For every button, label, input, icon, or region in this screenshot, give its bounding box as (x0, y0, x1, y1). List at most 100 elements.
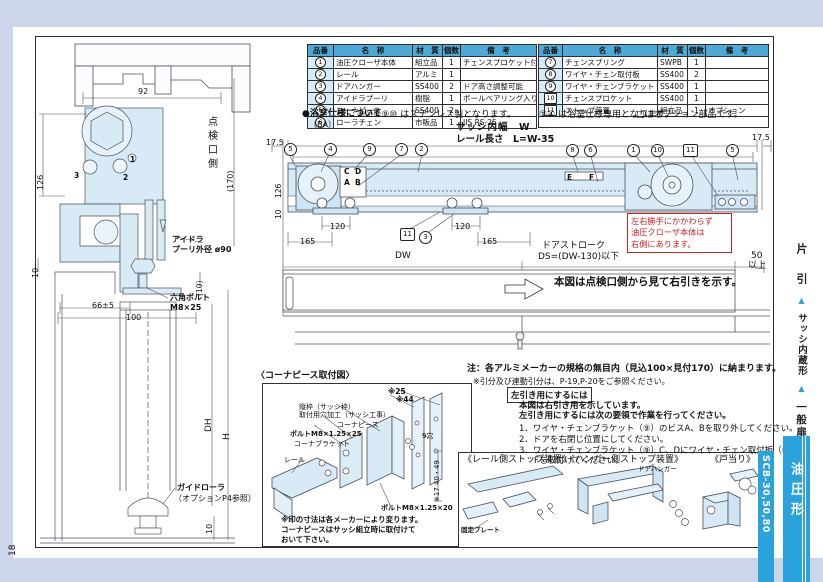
corner-note-1: ※印の寸法は各メーカーにより変ります。 (281, 515, 423, 524)
door-stroke-formula: DS=(DW-130)以下 (538, 252, 620, 262)
model-tab-label: SCB-30,50,80 (760, 455, 771, 533)
corner-rail-label: レール (284, 456, 305, 464)
sidebar-item-general-door: 一般扉 (795, 401, 807, 439)
table-cell: チェンスプロケット (562, 92, 658, 105)
dim-120-left: 120 (330, 222, 346, 231)
model-tab-scb: SCB-30,50,80 (758, 451, 774, 582)
assembly-drawing (271, 140, 772, 350)
dim-126-assembly: 126 (274, 183, 283, 198)
table-cell: SS400 (657, 80, 688, 93)
rail-length-label: レール長さ L=W-35 (456, 134, 555, 145)
balloon-9: 9 (363, 143, 376, 156)
part-number-badge: 2 (315, 69, 326, 80)
dim-165-left: 165 (300, 237, 316, 246)
table-cell: チェンスプリング (562, 56, 658, 69)
dim-170: (170) (226, 170, 235, 192)
idler-label-2: プーリ外径 ø90 (172, 245, 232, 254)
table-cell (705, 68, 769, 81)
handing-note-line1: 左右勝手にかかわらず (631, 216, 713, 226)
door-hanger-label: ドアハンガー (638, 465, 677, 473)
table-cell: 油圧クローザ本体 (333, 56, 413, 69)
part-number-badge: 5 (315, 105, 326, 116)
table-cell (705, 92, 769, 105)
note-ref: ※引分及び連動引分は、P-19,P-20をご参照ください。 (473, 377, 670, 386)
letter-c: C (344, 167, 350, 176)
dim-120-right: 120 (455, 222, 471, 231)
table-cell: SS400 (412, 80, 443, 93)
table-cell (705, 80, 769, 93)
column-header: 材 質 (412, 44, 443, 57)
balloon-11-lower: 11 (400, 228, 415, 241)
triangle-icon: ▲ (797, 296, 806, 306)
part-number-badge: 1 (315, 57, 326, 68)
part-number-badge: 3 (315, 81, 326, 92)
dim-126-left-drawing: 126 (36, 174, 45, 190)
letter-d: D (355, 167, 362, 176)
part-number-badge: 6 (315, 117, 326, 128)
dim-10-paren: (10) (195, 280, 204, 296)
stop-title-hanger: 《ハンガー側ストップ装置》 (566, 455, 684, 465)
table-cell: 1 (442, 92, 461, 105)
table-cell: ボールベアリング入り (460, 92, 537, 105)
dim-66: 66±5 (92, 301, 114, 310)
part-number-badge: 7 (545, 57, 556, 68)
table-cell: JIS RS-25 (460, 116, 537, 129)
part-number-badge: 9 (545, 81, 556, 92)
corner-dim-44: ※44 (396, 395, 414, 404)
hex-bolt-label-2: M8×25 (170, 303, 202, 312)
table-cell: ドアハンガー (333, 80, 413, 93)
fixing-plate-label: 固定プレート (461, 526, 500, 534)
table-cell: SWPB (657, 56, 688, 69)
table-cell: アイドラプーリ (333, 92, 413, 105)
door-stroke-label: ドアストローク (542, 241, 606, 251)
table-cell (705, 56, 769, 69)
dim-10-bottom: 10 (205, 523, 214, 534)
table-filler-cell (538, 116, 769, 128)
idler-label-1: アイドラ (172, 235, 204, 244)
inspection-side-label: 点検口側 (205, 116, 217, 172)
balloon-6: 6 (584, 144, 597, 157)
table-cell: チェンスプロケット付 (460, 56, 537, 69)
bath-note-sub: 〔BA〕 (309, 120, 336, 129)
note-main: 注：各アルミメーカーの規格の無目内（見込100×見付170）に納まります。 (467, 364, 782, 374)
table-cell: 1 (687, 80, 706, 93)
column-header: 備 考 (705, 44, 769, 57)
handing-note-line2: 油圧クローザ本体は (631, 227, 705, 238)
part-num-3: 3 (74, 171, 80, 180)
stop-devices-drawing (462, 463, 759, 531)
type-tab-label: 油圧形 (788, 462, 803, 522)
table-cell (460, 68, 537, 81)
note-line-1: 本図は右引き用を示しています。 (519, 401, 646, 411)
table-cell: SS400 (657, 68, 688, 81)
bath-note-text2: ①④ は浴室仕様専用となります。 (539, 110, 674, 120)
table-filler-row (538, 116, 769, 128)
column-header: 品番 (538, 44, 563, 57)
dim-100: 100 (126, 313, 142, 322)
note-step-2: 2．ドアを右閉じ位置にしてください。 (519, 435, 669, 445)
part-number-cell: 7 (538, 56, 563, 69)
page-number: 18 (8, 544, 18, 556)
dim-50-sub: 以上 (748, 261, 767, 271)
note-step-3: 3．ワイヤ・チェンブラケット（⑨）C、Dにワイヤ・チェン取付板（⑧）E、 (519, 446, 812, 456)
left-pull-title-box: 左引き用にするには (507, 387, 592, 403)
balloon-2: 2 (415, 143, 428, 156)
balloon-7: 7 (395, 143, 408, 156)
triangle-icon: ▲ (797, 384, 806, 394)
sidebar-category-nav: 片 引 ▲ サッシ内蔵形 ▲ 一般扉 ▲ (792, 243, 811, 459)
part-number-badge: 8 (545, 69, 556, 80)
table-cell: 2 (442, 80, 461, 93)
corner-bracket-label: コーナブラケット (294, 440, 350, 448)
corner-dim-25: ※25 (388, 387, 406, 396)
balloon-5-right: 5 (726, 144, 739, 157)
balloon-4: 4 (324, 143, 337, 156)
column-header: 材 質 (657, 44, 688, 57)
